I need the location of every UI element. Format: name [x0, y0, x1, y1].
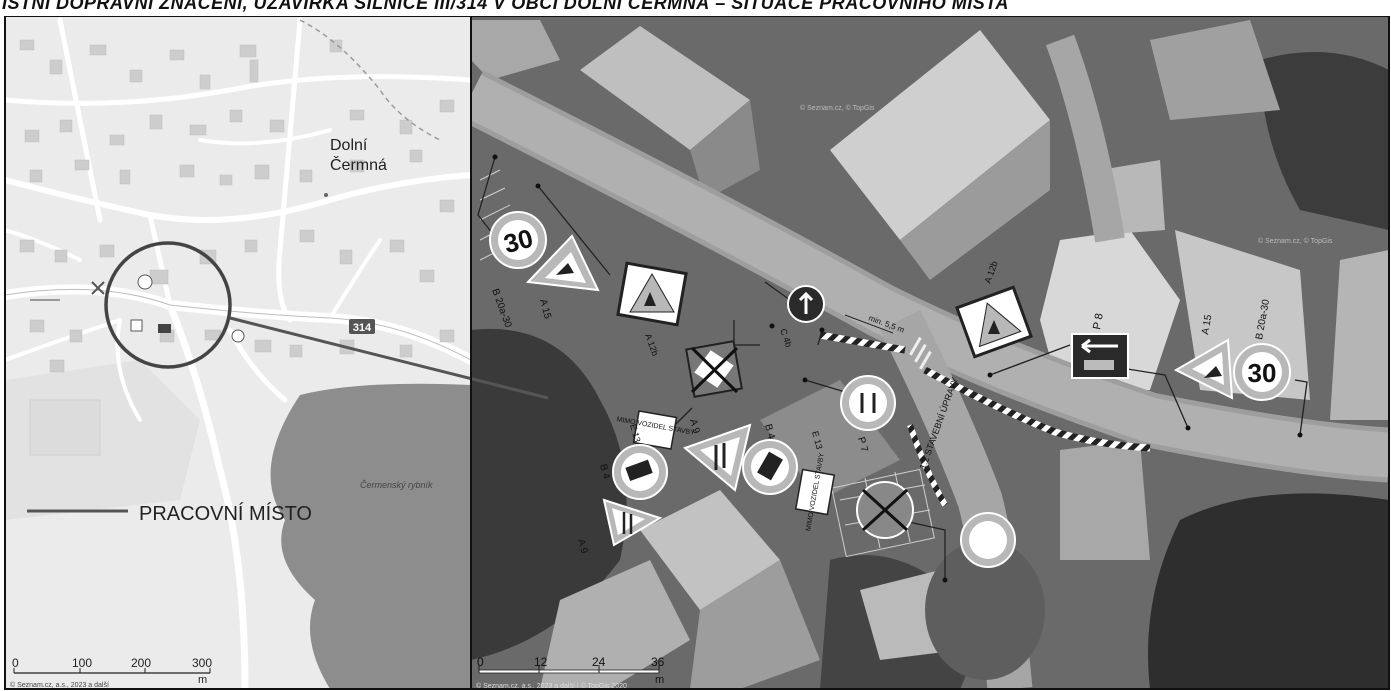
- sign-code: A 9: [687, 418, 701, 435]
- place-name-line1: Dolní: [330, 137, 368, 154]
- road-number: 314: [353, 322, 372, 334]
- end-of-priority-sign: [685, 340, 743, 398]
- sign-code: E 13: [810, 430, 824, 450]
- legend-label: PRACOVNÍ MÍSTO: [139, 502, 312, 525]
- sign-code: P 8: [1091, 312, 1106, 330]
- work-site-circle: [104, 241, 232, 369]
- sign-code: A 15: [537, 298, 553, 321]
- pond-name: Čermenský rybník: [360, 480, 433, 490]
- scale-tick: 12: [534, 655, 548, 669]
- aerial-scale-bar: 0 12 24 36 m: [477, 655, 665, 686]
- road-works-warning-sign: A 15: [525, 234, 600, 321]
- header-title: ISTNÍ DOPRAVNÍ ZNAČENÍ, UZAVÍRKA SILNICE…: [2, 0, 1009, 13]
- speed-limit-sign: 30 B 20a-30: [1233, 298, 1291, 401]
- children-warning-sign: A 12b: [616, 261, 688, 357]
- scale-tick: 100: [72, 656, 92, 670]
- no-trucks-sign: B 4: [597, 444, 668, 500]
- scale-tick: 0: [477, 655, 484, 669]
- scale-unit: m: [655, 674, 664, 686]
- overview-map[interactable]: Čermenský rybník: [5, 16, 471, 689]
- aerial-frame: [470, 15, 1390, 690]
- mail-icon: [158, 324, 171, 333]
- scale-tick: 24: [592, 655, 606, 669]
- scale-tick: 300: [192, 656, 212, 670]
- priority-oncoming-sign: P 7: [840, 375, 896, 454]
- scale-tick: 36: [651, 655, 665, 669]
- poi-icons: [30, 193, 328, 343]
- no-vehicles-sign: [960, 512, 1016, 568]
- aerial-map[interactable]: min. 5,5 m 1.2 STAVEBNÍ ÚPRAVY 30 B 20a-…: [471, 16, 1389, 690]
- scale-unit: m: [198, 674, 207, 686]
- sign-code: B 4: [597, 463, 612, 481]
- supplementary-plate: MIMO VOZIDEL STAVBY: [794, 452, 836, 532]
- two-way-traffic-sign: A 9: [683, 418, 752, 492]
- children-warning-sign: A 12b: [954, 260, 1034, 359]
- speed-limit-sign: 30 B 20a-30: [489, 211, 547, 330]
- closure-barriers: [819, 331, 1151, 507]
- roundabout: [925, 540, 1045, 680]
- shield-icon: [130, 319, 143, 332]
- end-of-restrictions-sign: [856, 481, 914, 539]
- two-way-traffic-sign: A 9: [575, 498, 663, 555]
- aerial-watermark: © Seznam.cz, © TopGis: [1258, 237, 1333, 245]
- sign-code: A 15: [1200, 313, 1214, 335]
- header-strip: ISTNÍ DOPRAVNÍ ZNAČENÍ, UZAVÍRKA SILNICE…: [0, 0, 1391, 16]
- road-number-badge: [349, 319, 375, 334]
- church-icon: [324, 193, 328, 197]
- speed-value: 30: [1248, 358, 1277, 388]
- poi-icon: [231, 329, 245, 343]
- connector-line: [229, 316, 549, 400]
- road-works-warning-sign: A 15: [1173, 313, 1234, 400]
- place-name-line2: Čermná: [330, 155, 387, 174]
- priority-over-oncoming-sign: P 8: [1071, 312, 1129, 379]
- sign-code: B 4: [762, 423, 777, 441]
- pond: [270, 383, 471, 689]
- crossed-tools-icon: [91, 281, 105, 295]
- scale-tick: 200: [131, 656, 151, 670]
- aerial-copyright: © Seznam.cz, a.s., 2023 a další | © TopG…: [476, 682, 627, 690]
- supplementary-plate: MIMO VOZIDEL STAVBY: [616, 410, 696, 450]
- overview-scale-bar: 0 100 200 300 m: [12, 656, 212, 686]
- sign-code: A 9: [575, 538, 589, 555]
- scale-tick: 0: [12, 656, 19, 670]
- sign-code: P 7: [855, 436, 870, 454]
- sign-code: E 13: [628, 423, 642, 443]
- poi-icon: [137, 274, 153, 290]
- overview-copyright: © Seznam.cz, a.s., 2023 a další: [10, 681, 109, 689]
- aerial-watermark: © Seznam.cz, © TopGis: [800, 104, 875, 112]
- no-trucks-sign: B 4: [742, 423, 798, 495]
